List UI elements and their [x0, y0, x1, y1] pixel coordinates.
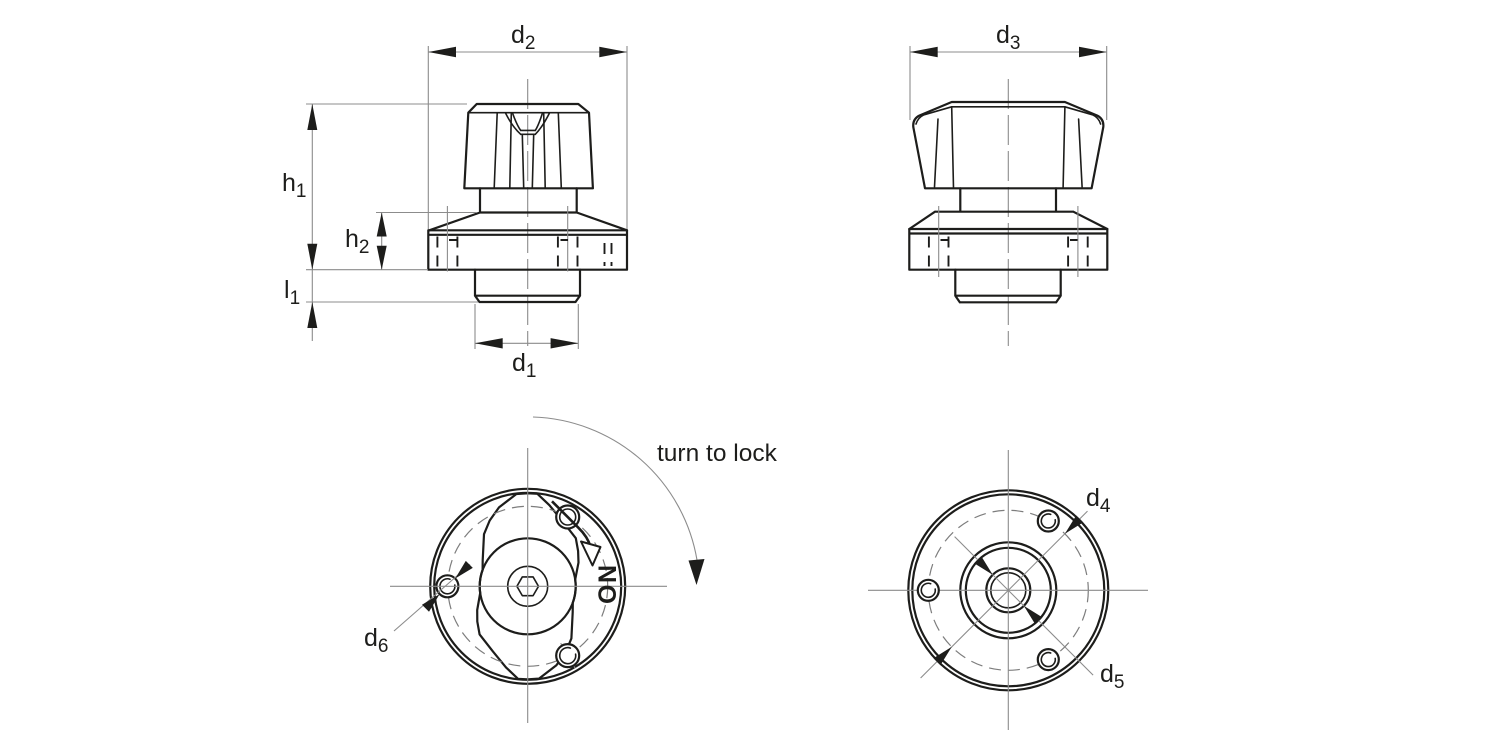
- body-block: [427, 229, 629, 271]
- hidden-hole-lines-right: [603, 243, 613, 266]
- arrow-left-icon: [910, 46, 938, 58]
- dimension-line: [954, 536, 1094, 676]
- dimension-h2: h2: [345, 211, 477, 270]
- arrow-up-icon: [376, 212, 387, 237]
- turn-to-lock-label: turn to lock: [657, 440, 778, 467]
- arrow-left-icon: [428, 46, 456, 58]
- turn-to-lock-annotation: turn to lock: [532, 416, 778, 585]
- dimension-d4: d4: [920, 484, 1111, 679]
- dimension-h1: h1: [282, 103, 467, 341]
- dim-label-d2: d2: [511, 21, 535, 54]
- hole-thread-arc: [439, 578, 456, 595]
- knob-head-front: [463, 102, 594, 190]
- arrow-sw-icon: [455, 560, 473, 579]
- side-view: d3: [908, 21, 1109, 346]
- crosshair-center-lines: [390, 448, 667, 723]
- dimension-d1: d1: [474, 304, 579, 382]
- arrow-right-icon: [599, 46, 627, 58]
- head-valley-curves: [504, 112, 551, 136]
- hole-top-right: [1036, 509, 1060, 533]
- dim-label-d1: d1: [512, 349, 536, 382]
- dim-label-l1: l1: [284, 276, 300, 309]
- screw-4-30: [555, 642, 581, 669]
- head-outline: [463, 102, 594, 190]
- hidden-hole-lines: [436, 236, 579, 269]
- front-view: d2 h1: [282, 21, 629, 382]
- head-outline: [912, 100, 1105, 190]
- knob-body-front: [427, 187, 629, 304]
- turn-arc: [532, 416, 698, 561]
- dim-label-h2: h2: [345, 225, 369, 258]
- hole-center-lines: [938, 206, 1079, 277]
- dimension-l1: l1: [284, 276, 478, 328]
- arrow-ne-icon: [933, 646, 952, 666]
- dimension-d2: d2: [427, 21, 628, 230]
- bottom-view: d4 d5: [868, 450, 1148, 730]
- hole-left: [916, 578, 940, 602]
- dimension-line: [427, 46, 628, 230]
- knob-body-side: [908, 187, 1109, 304]
- screw-thread-arc: [558, 646, 577, 665]
- arrow-up-icon: [307, 302, 318, 328]
- arrow-right-icon: [1079, 46, 1107, 58]
- threaded-stud: [954, 268, 1062, 304]
- arrow-up-icon: [307, 104, 318, 130]
- head-lobe-lines: [933, 106, 1083, 189]
- neck-flange: [908, 187, 1109, 231]
- on-label: ON: [594, 564, 622, 605]
- arrow-ne-icon: [422, 594, 440, 612]
- screw-inner: [558, 508, 577, 526]
- body-block: [908, 227, 1109, 271]
- arrow-nw-icon: [1023, 605, 1043, 625]
- dim-label-d5: d5: [1100, 660, 1124, 693]
- arrow-sw-icon: [1064, 515, 1084, 534]
- hole-bottom-right: [1036, 647, 1060, 672]
- arrow-left-icon: [475, 338, 503, 349]
- head-valley-groove: [519, 129, 537, 189]
- hole-center-lines: [446, 206, 569, 272]
- hole-thread-arc: [920, 582, 937, 599]
- dim-label-d4: d4: [1086, 484, 1111, 517]
- dim-label-d6: d6: [364, 624, 388, 657]
- dim-label-h1: h1: [282, 169, 306, 202]
- arrow-down-icon: [688, 559, 705, 585]
- dim-label-d3: d3: [996, 21, 1020, 54]
- arrow-down-icon: [376, 245, 387, 270]
- open-arrowhead-icon: [580, 540, 602, 567]
- head-flutes: [493, 112, 563, 189]
- dimension-d3: d3: [909, 21, 1108, 120]
- knob-head-side: [912, 100, 1105, 190]
- hole-thread-arc: [1040, 513, 1057, 529]
- arrow-down-icon: [307, 243, 318, 270]
- top-view: ON turn to lock d6: [364, 416, 778, 723]
- dimension-line: [376, 211, 477, 270]
- arrow-se-icon: [974, 556, 993, 575]
- neck-flange: [428, 187, 629, 232]
- threaded-stud: [473, 268, 582, 304]
- dimension-d5: d5: [954, 536, 1124, 693]
- head-top-band: [915, 106, 1102, 125]
- dimension-line: [306, 103, 467, 341]
- dimension-d6: d6: [364, 560, 473, 657]
- rotation-arrow-inner: [551, 500, 602, 567]
- arrow-right-icon: [550, 338, 579, 349]
- hole-thread-arc: [1040, 651, 1057, 668]
- dimension-line: [909, 46, 1108, 120]
